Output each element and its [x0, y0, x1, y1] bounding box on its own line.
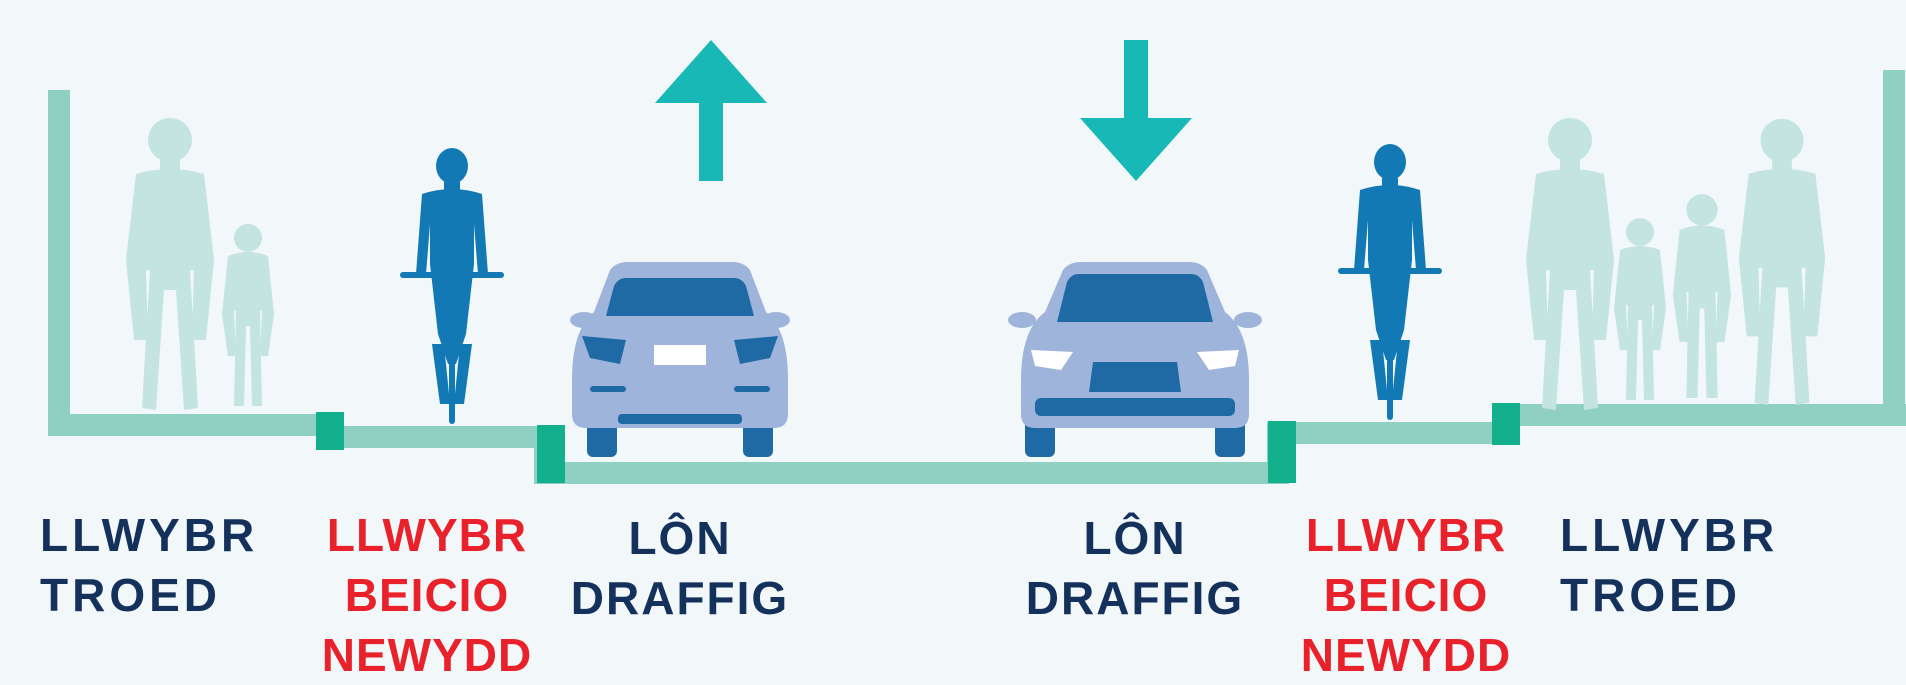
- new-cycleway-label-left: LLWYBR BEICIO NEWYDD: [317, 505, 537, 685]
- kerb-step-4: [1492, 403, 1520, 445]
- arrow-down-icon: [1080, 40, 1192, 181]
- cyclist-icon: [400, 148, 504, 424]
- traffic-lane-label-right: LÔN DRAFFIG: [1015, 508, 1255, 628]
- car-icon: [1008, 262, 1262, 457]
- new-cycleway-label-right: LLWYBR BEICIO NEWYDD: [1296, 505, 1516, 685]
- pedestrian-icon: [126, 118, 274, 410]
- pedestrian-icon: [1526, 118, 1825, 410]
- car-icon: [570, 262, 790, 457]
- kerb-step-2: [537, 425, 565, 483]
- cyclist-icon: [1338, 144, 1442, 420]
- footway-label-left: LLWYBR TROED: [40, 505, 258, 625]
- traffic-lane-label-left: LÔN DRAFFIG: [560, 508, 800, 628]
- arrow-up-icon: [655, 40, 767, 181]
- footway-label-right: LLWYBR TROED: [1560, 505, 1778, 625]
- kerb-step-3: [1268, 421, 1296, 483]
- kerb-step-1: [316, 412, 344, 450]
